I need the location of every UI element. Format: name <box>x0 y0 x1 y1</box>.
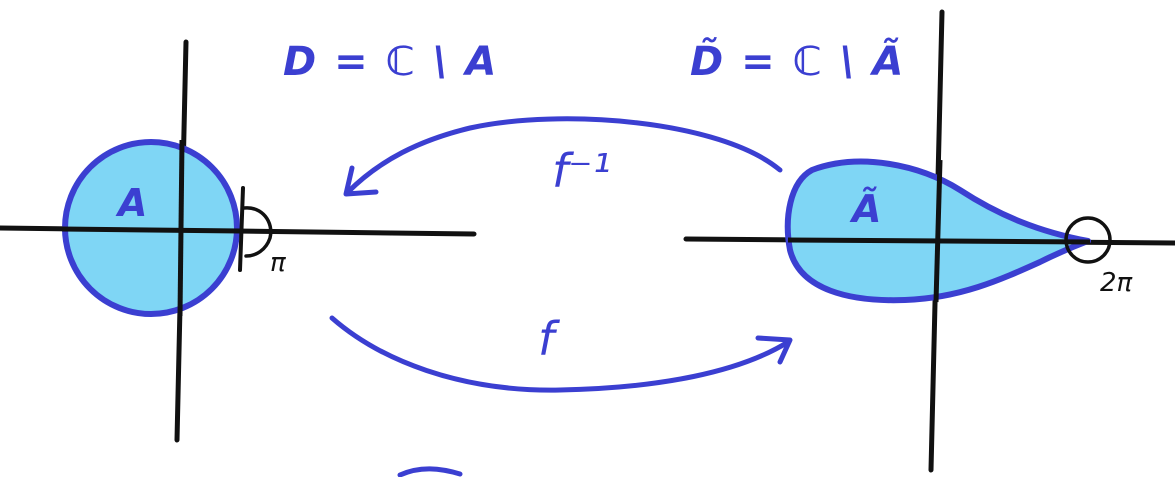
left-boundary-tick <box>238 186 245 272</box>
forward-map-arrow <box>329 315 791 393</box>
left-angle-label: π <box>270 248 286 278</box>
left-angle-arc <box>242 206 273 258</box>
set-A-label: A <box>118 181 148 225</box>
set-A-tilde-label: Ã <box>852 187 882 231</box>
left-x-axis-over <box>61 226 241 234</box>
inverse-map-arrow <box>345 116 783 195</box>
forward-map-label: f <box>538 312 555 366</box>
right-y-axis-over <box>933 159 943 303</box>
forward-map-arrowhead <box>755 335 793 365</box>
right-angle-loop <box>1064 216 1112 264</box>
left-domain-label: D = ℂ \ A <box>283 39 499 85</box>
right-angle-label: 2π <box>1100 268 1133 298</box>
right-domain-label: D̃ = ℂ \ Ã <box>690 39 906 85</box>
inverse-map-arrowhead <box>343 165 379 197</box>
inverse-map-label: f⁻¹ <box>552 144 611 198</box>
left-y-axis-over <box>177 139 185 317</box>
bottom-stroke-fragment <box>397 466 463 477</box>
